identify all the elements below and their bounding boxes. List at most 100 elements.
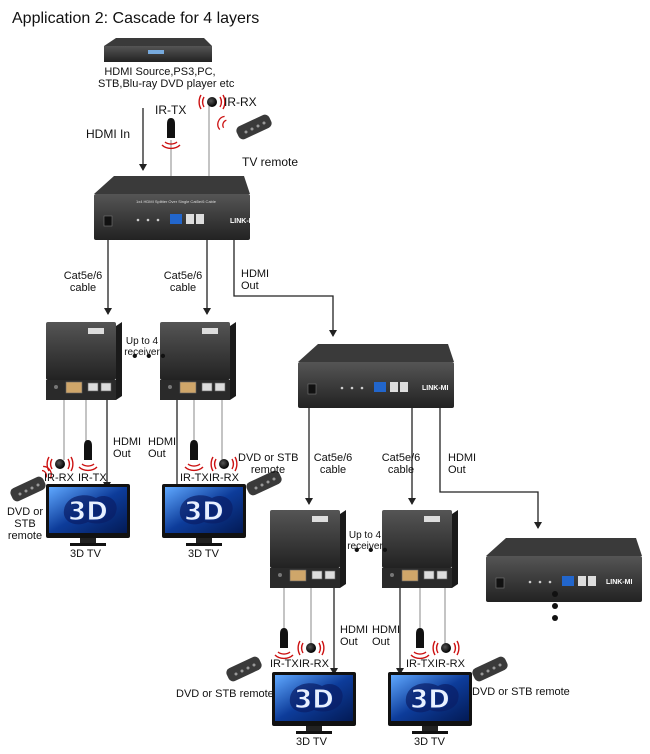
splitter-title: 1x4 HDMI Splitter Over Single Cat5e/6 Ca…	[136, 199, 217, 204]
ir-rx-label: IR-RX	[224, 95, 257, 109]
hdmi-out-label: HDMI Out	[340, 624, 368, 648]
up-to-label: Up to 4 receiver	[123, 336, 161, 358]
hdmi-out-label: HDMI Out	[241, 268, 269, 292]
ir-tx-label: IR-TX	[155, 103, 187, 117]
splitter-brand: LINK-MI	[606, 579, 632, 586]
cable-label-line2: cable	[169, 282, 197, 294]
dvd-remote-label-line2: remote	[250, 464, 286, 476]
ir-tx-icon	[184, 439, 204, 472]
up-to-label: Up to 4 receiver	[346, 530, 384, 552]
splitter-2	[297, 343, 455, 409]
cable-label-line1: Cat5e/6	[313, 452, 353, 464]
3d-tv-3	[271, 671, 357, 735]
ir-tx-label: IR-TX	[270, 658, 299, 670]
source-label: HDMI Source,PS3,PC, STB,Blu-ray DVD play…	[98, 66, 235, 90]
page-title: Application 2: Cascade for 4 layers	[12, 10, 260, 27]
cable-label: Cat5e/6 cable	[378, 452, 424, 476]
ir-rx-label: IR-RX	[299, 658, 329, 670]
tv-label: 3D TV	[296, 736, 327, 748]
ir-rx-icon	[297, 640, 325, 656]
splitter-brand: LINK-MI	[422, 385, 448, 392]
hdmi-out-label-line1: HDMI	[448, 452, 477, 464]
3d-tv-1	[45, 483, 131, 547]
ir-tx-icon	[274, 627, 294, 660]
ir-tx-label: IR-TX	[406, 658, 435, 670]
receiver-3-connections	[283, 588, 338, 675]
3d-tv-4	[387, 671, 473, 735]
cable-label-line1: Cat5e/6	[381, 452, 421, 464]
hdmi-out-label: HDMI Out	[372, 624, 400, 648]
hdmi-out-label-line2: Out	[340, 636, 358, 648]
dvd-remote-icon	[470, 655, 510, 683]
continuation-dots	[552, 591, 558, 621]
hdmi-out-label-line1: HDMI	[241, 268, 270, 280]
cable-label: Cat5e/6 cable	[310, 452, 356, 476]
tv-label: 3D TV	[414, 736, 445, 748]
receiver-1	[45, 321, 123, 401]
hdmi-out-label-line2: Out	[241, 280, 259, 292]
hdmi-out-label-line2: Out	[148, 448, 166, 460]
hdmi-in-label: HDMI In	[86, 127, 131, 141]
up-to-label-line1: Up to 4	[125, 336, 159, 347]
hdmi-source-device	[104, 38, 212, 62]
dvd-remote-label: DVD or STB remote	[238, 452, 299, 476]
source-connections	[139, 106, 210, 178]
ir-tx-icon	[410, 627, 430, 660]
up-to-label-line2: receiver	[347, 541, 383, 552]
cable-label: Cat5e/6 cable	[160, 270, 206, 294]
splitter-3	[485, 537, 643, 603]
splitter-brand: LINK-MI	[230, 218, 256, 225]
cable-label-line2: cable	[319, 464, 347, 476]
remote-signal-icon	[215, 114, 229, 132]
up-to-label-line2: receiver	[124, 347, 160, 358]
splitter-2-connections	[305, 408, 542, 529]
ir-tx-icon	[78, 439, 98, 472]
ir-rx-label: IR-RX	[435, 658, 465, 670]
ir-tx-label: IR-TX	[78, 472, 107, 484]
ellipsis: • • •	[354, 542, 390, 559]
dvd-remote-label-line2: STB	[14, 518, 36, 530]
receiver-3	[269, 509, 347, 589]
hdmi-out-label-line1: HDMI	[113, 436, 142, 448]
receiver-4-connections	[396, 588, 446, 675]
receiver-4	[381, 509, 459, 589]
tv-label: 3D TV	[188, 548, 219, 560]
hdmi-out-label: HDMI Out	[113, 436, 141, 460]
source-label-line1: HDMI Source,PS3,PC,	[104, 66, 216, 78]
ir-rx-icon	[198, 94, 226, 110]
hdmi-out-label-line2: Out	[448, 464, 466, 476]
tv-remote-icon	[234, 113, 274, 141]
hdmi-out-label-line2: Out	[113, 448, 131, 460]
receiver-2	[159, 321, 237, 401]
hdmi-out-label: HDMI Out	[448, 452, 476, 476]
cable-label-line1: Cat5e/6	[163, 270, 203, 282]
up-to-label-line1: Up to 4	[348, 530, 382, 541]
3d-tv-2	[161, 483, 247, 547]
dvd-remote-label-line1: DVD or	[6, 506, 44, 518]
dvd-remote-label: DVD or STB remote	[176, 688, 274, 700]
dvd-remote-label-line1: DVD or STB	[238, 452, 299, 464]
cable-label-line2: cable	[387, 464, 415, 476]
hdmi-out-label-line1: HDMI	[148, 436, 177, 448]
dvd-remote-icon	[8, 475, 48, 503]
ir-tx-label: IR-TX	[180, 472, 209, 484]
hdmi-out-label: HDMI Out	[148, 436, 176, 460]
cable-label-line2: cable	[69, 282, 97, 294]
dvd-remote-icon	[224, 655, 264, 683]
cable-label: Cat5e/6 cable	[60, 270, 106, 294]
ir-tx-icon	[161, 117, 181, 150]
dvd-remote-label-line3: remote	[7, 530, 43, 542]
hdmi-out-label-line1: HDMI	[340, 624, 369, 636]
source-label-line2: STB,Blu-ray DVD player etc	[98, 78, 235, 90]
tv-remote-label: TV remote	[242, 155, 299, 169]
ir-rx-label: IR-RX	[209, 472, 239, 484]
splitter-1	[93, 175, 251, 241]
ir-rx-icon	[210, 456, 238, 472]
ir-rx-icon	[46, 456, 74, 472]
ir-rx-icon	[432, 640, 460, 656]
hdmi-out-label-line1: HDMI	[372, 624, 401, 636]
ir-rx-label: IR-RX	[44, 472, 74, 484]
tv-label: 3D TV	[70, 548, 101, 560]
dvd-remote-label: DVD or STB remote	[2, 506, 48, 542]
